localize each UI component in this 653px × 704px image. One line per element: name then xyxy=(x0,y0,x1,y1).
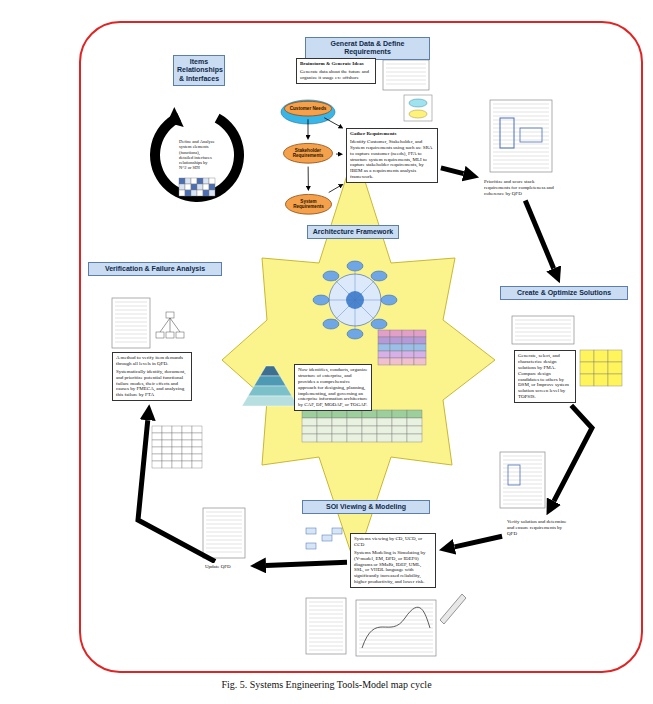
modeling-box: Systems viewing by CD, UCD, or CCD System… xyxy=(350,533,436,588)
section-header: Create & Optimize Solutions xyxy=(500,286,628,300)
frame-border xyxy=(80,22,642,672)
flow-arrow xyxy=(266,562,347,565)
requirement-sketch xyxy=(404,95,432,121)
flow-arrow xyxy=(138,420,215,561)
box-text: Systematically identify, document, and p… xyxy=(116,369,188,398)
figure-caption: Fig. 5. Systems Engineering Tools-Model … xyxy=(0,679,653,691)
oval-fill xyxy=(285,194,331,214)
cycle-arrowhead xyxy=(167,107,183,127)
box-text: Verify solution and determine and ensure… xyxy=(507,519,573,537)
box-text: Customer Needs xyxy=(289,106,327,111)
section-header: Items Relationships & Interfaces xyxy=(173,55,225,86)
box-text: Prioritize and score stack requirements … xyxy=(484,179,556,197)
framework-box: Now identifies, conducts, organize struc… xyxy=(294,364,372,411)
flow-arrow xyxy=(336,154,338,155)
update-document xyxy=(203,508,245,558)
section-header: Architecture Framework xyxy=(307,225,399,239)
box-text: Systems Modeling is Simulating by (V-mod… xyxy=(354,550,432,585)
idea-box: Brainstorm & Generate IdeasGenerate data… xyxy=(296,58,376,84)
requirement-oval: Stakeholder Requirements xyxy=(283,143,333,164)
star-shape xyxy=(222,150,495,565)
flow-arrow xyxy=(525,200,553,268)
box-text: Generate, select, and characterize desig… xyxy=(518,353,572,400)
box-text: A method to verify item demands through … xyxy=(116,355,188,367)
model-document xyxy=(306,598,346,654)
box-text: Identify Customer, Stakeholder, and Syst… xyxy=(350,139,434,180)
note-text: Verify solution and determine and ensure… xyxy=(505,518,575,538)
flow-arrow xyxy=(324,118,339,126)
fmeca-table xyxy=(152,426,202,468)
box-text: Create & Optimize Solutions xyxy=(504,289,624,297)
box-text: Systems viewing by CD, UCD, or CCD xyxy=(354,536,432,548)
morph-grid xyxy=(580,350,622,386)
box-text: Verification & Failure Analysis xyxy=(92,265,218,273)
section-header: Generat Data & Define Requirements xyxy=(305,37,430,60)
verification-box: A method to verify item demands through … xyxy=(112,352,192,401)
flow-arrow xyxy=(554,405,592,501)
requirement-oval: System Requirements xyxy=(285,194,332,215)
box-text: Stakeholder Requirements xyxy=(288,148,328,159)
chart-document xyxy=(356,600,436,656)
framework-pyramid xyxy=(242,366,298,406)
verify-document xyxy=(500,452,545,508)
box-text: Generat Data & Define Requirements xyxy=(309,40,426,57)
requirement-oval: Customer Needs xyxy=(284,101,332,116)
design-table xyxy=(512,316,574,344)
flow-arrow xyxy=(441,168,464,174)
box-text: System Requirements xyxy=(290,199,327,210)
flow-arrow xyxy=(455,536,503,547)
tree-document xyxy=(112,298,150,348)
flow-arrow xyxy=(308,167,309,186)
qfd-document xyxy=(490,100,552,172)
box-text: Now identifies, conducts, organize struc… xyxy=(298,367,368,408)
items-text: Define and Analyze system elements (func… xyxy=(177,138,217,172)
section-header: SOI Viewing & Modeling xyxy=(302,500,430,514)
cycle-arrow xyxy=(150,113,244,202)
box-heading: Brainstorm & Generate Ideas xyxy=(300,61,372,67)
flow-arrow xyxy=(329,186,339,192)
note-text: Prioritize and score stack requirements … xyxy=(482,178,558,198)
solution-box: Generate, select, and characterize desig… xyxy=(514,350,576,403)
mini-document xyxy=(383,60,429,90)
requirements-box: Gather RequirementsIdentify Customer, St… xyxy=(346,128,438,183)
pen-sketch xyxy=(440,594,466,624)
fault-tree xyxy=(156,312,184,338)
n2-matrix xyxy=(179,178,215,196)
oval-fill xyxy=(284,143,333,163)
box-text: Items Relationships & Interfaces xyxy=(177,58,221,83)
flow-sketch xyxy=(306,528,342,549)
note-text: Update QFD xyxy=(203,563,247,571)
framework-table xyxy=(378,330,426,365)
framework-mandala xyxy=(313,261,397,339)
box-text: Define and Analyze system elements (func… xyxy=(179,139,215,171)
box-text: Architecture Framework xyxy=(311,228,395,236)
oval-fill xyxy=(284,101,331,116)
box-text: Generate data about the future and organ… xyxy=(300,69,372,81)
flow-arrow xyxy=(308,119,309,135)
box-heading: Gather Requirements xyxy=(350,131,434,137)
framework-matrix xyxy=(302,410,422,442)
section-header: Verification & Failure Analysis xyxy=(88,262,222,276)
box-text: Update QFD xyxy=(205,564,245,570)
box-text: SOI Viewing & Modeling xyxy=(306,503,426,511)
